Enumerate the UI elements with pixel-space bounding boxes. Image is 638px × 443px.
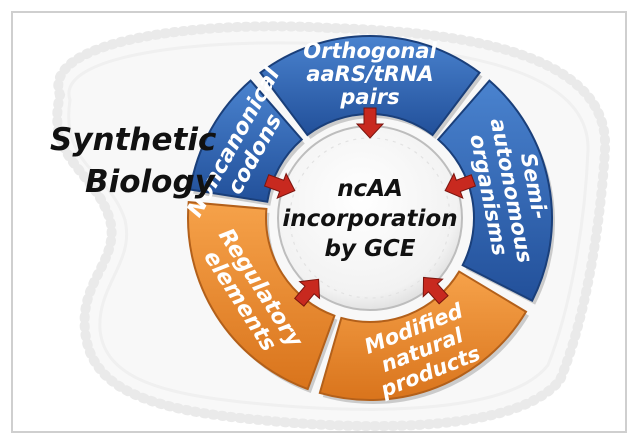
segment-orthogonal-pairs-label-line-1: Orthogonal: [303, 39, 437, 63]
arrow-3: [422, 276, 449, 305]
segments-ring: OrthogonalaaRS/tRNApairsNoncanonicalcodo…: [183, 35, 556, 404]
arrow-2: [444, 172, 477, 199]
arrow-5: [263, 172, 296, 199]
segment-semi-autonomous-organisms: [436, 79, 553, 302]
segment-orthogonal-pairs-label-line-2: aaRS/tRNA: [306, 62, 433, 86]
center-line-2: incorporation: [282, 206, 457, 232]
arrow-1: [355, 107, 385, 139]
center-line-1: ncAA: [337, 176, 403, 202]
segment-modified-natural-products: [318, 270, 528, 401]
arrows-group: [263, 107, 477, 307]
segment-orthogonal-pairs-label-line-3: pairs: [339, 85, 399, 109]
arrow-4: [293, 278, 321, 307]
segment-regulatory-elements: [187, 201, 336, 391]
segment-orthogonal-pairs: [259, 35, 481, 137]
title-line-2: Biology: [85, 164, 217, 200]
center-line-3: by GCE: [325, 236, 416, 262]
title-line-1: Synthetic: [50, 122, 217, 158]
